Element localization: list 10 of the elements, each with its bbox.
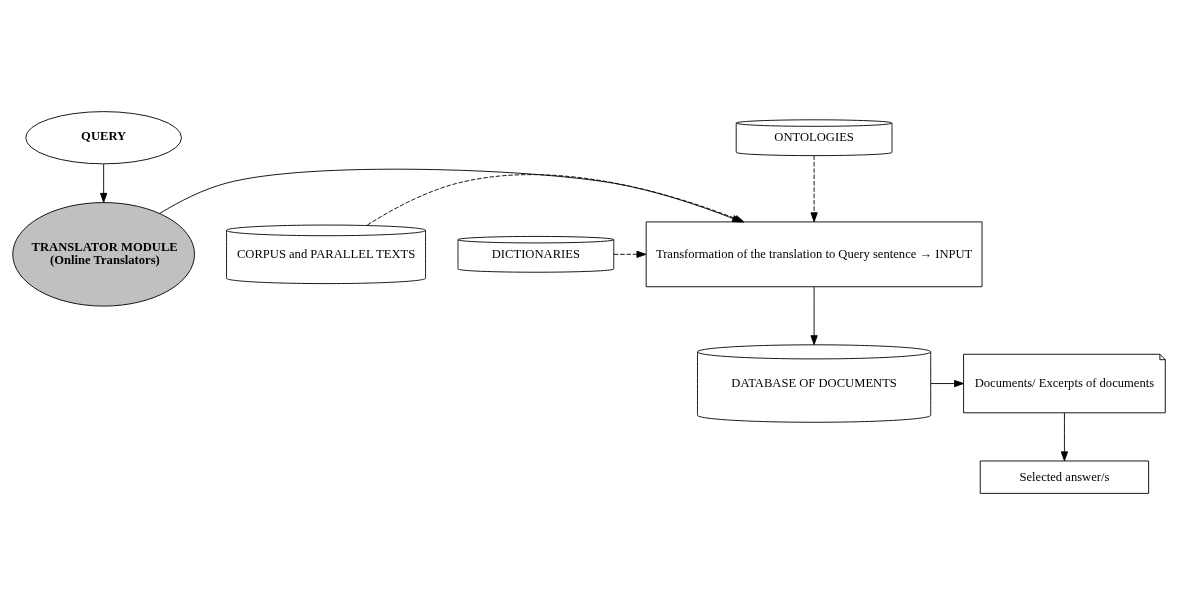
node-box: Transformation of the translation to Query sentence → INPUT <box>645 221 983 288</box>
arrow <box>613 250 647 258</box>
arrow <box>1060 412 1069 462</box>
arrow <box>810 286 818 346</box>
node-box: Selected answer/s <box>979 460 1150 494</box>
arrow <box>930 379 964 388</box>
arrow <box>100 163 108 203</box>
node-ellipse: QUERY <box>25 111 182 165</box>
node-ellipse: TRANSLATOR MODULE (Online Translators) <box>12 202 195 307</box>
arrow <box>810 155 818 223</box>
